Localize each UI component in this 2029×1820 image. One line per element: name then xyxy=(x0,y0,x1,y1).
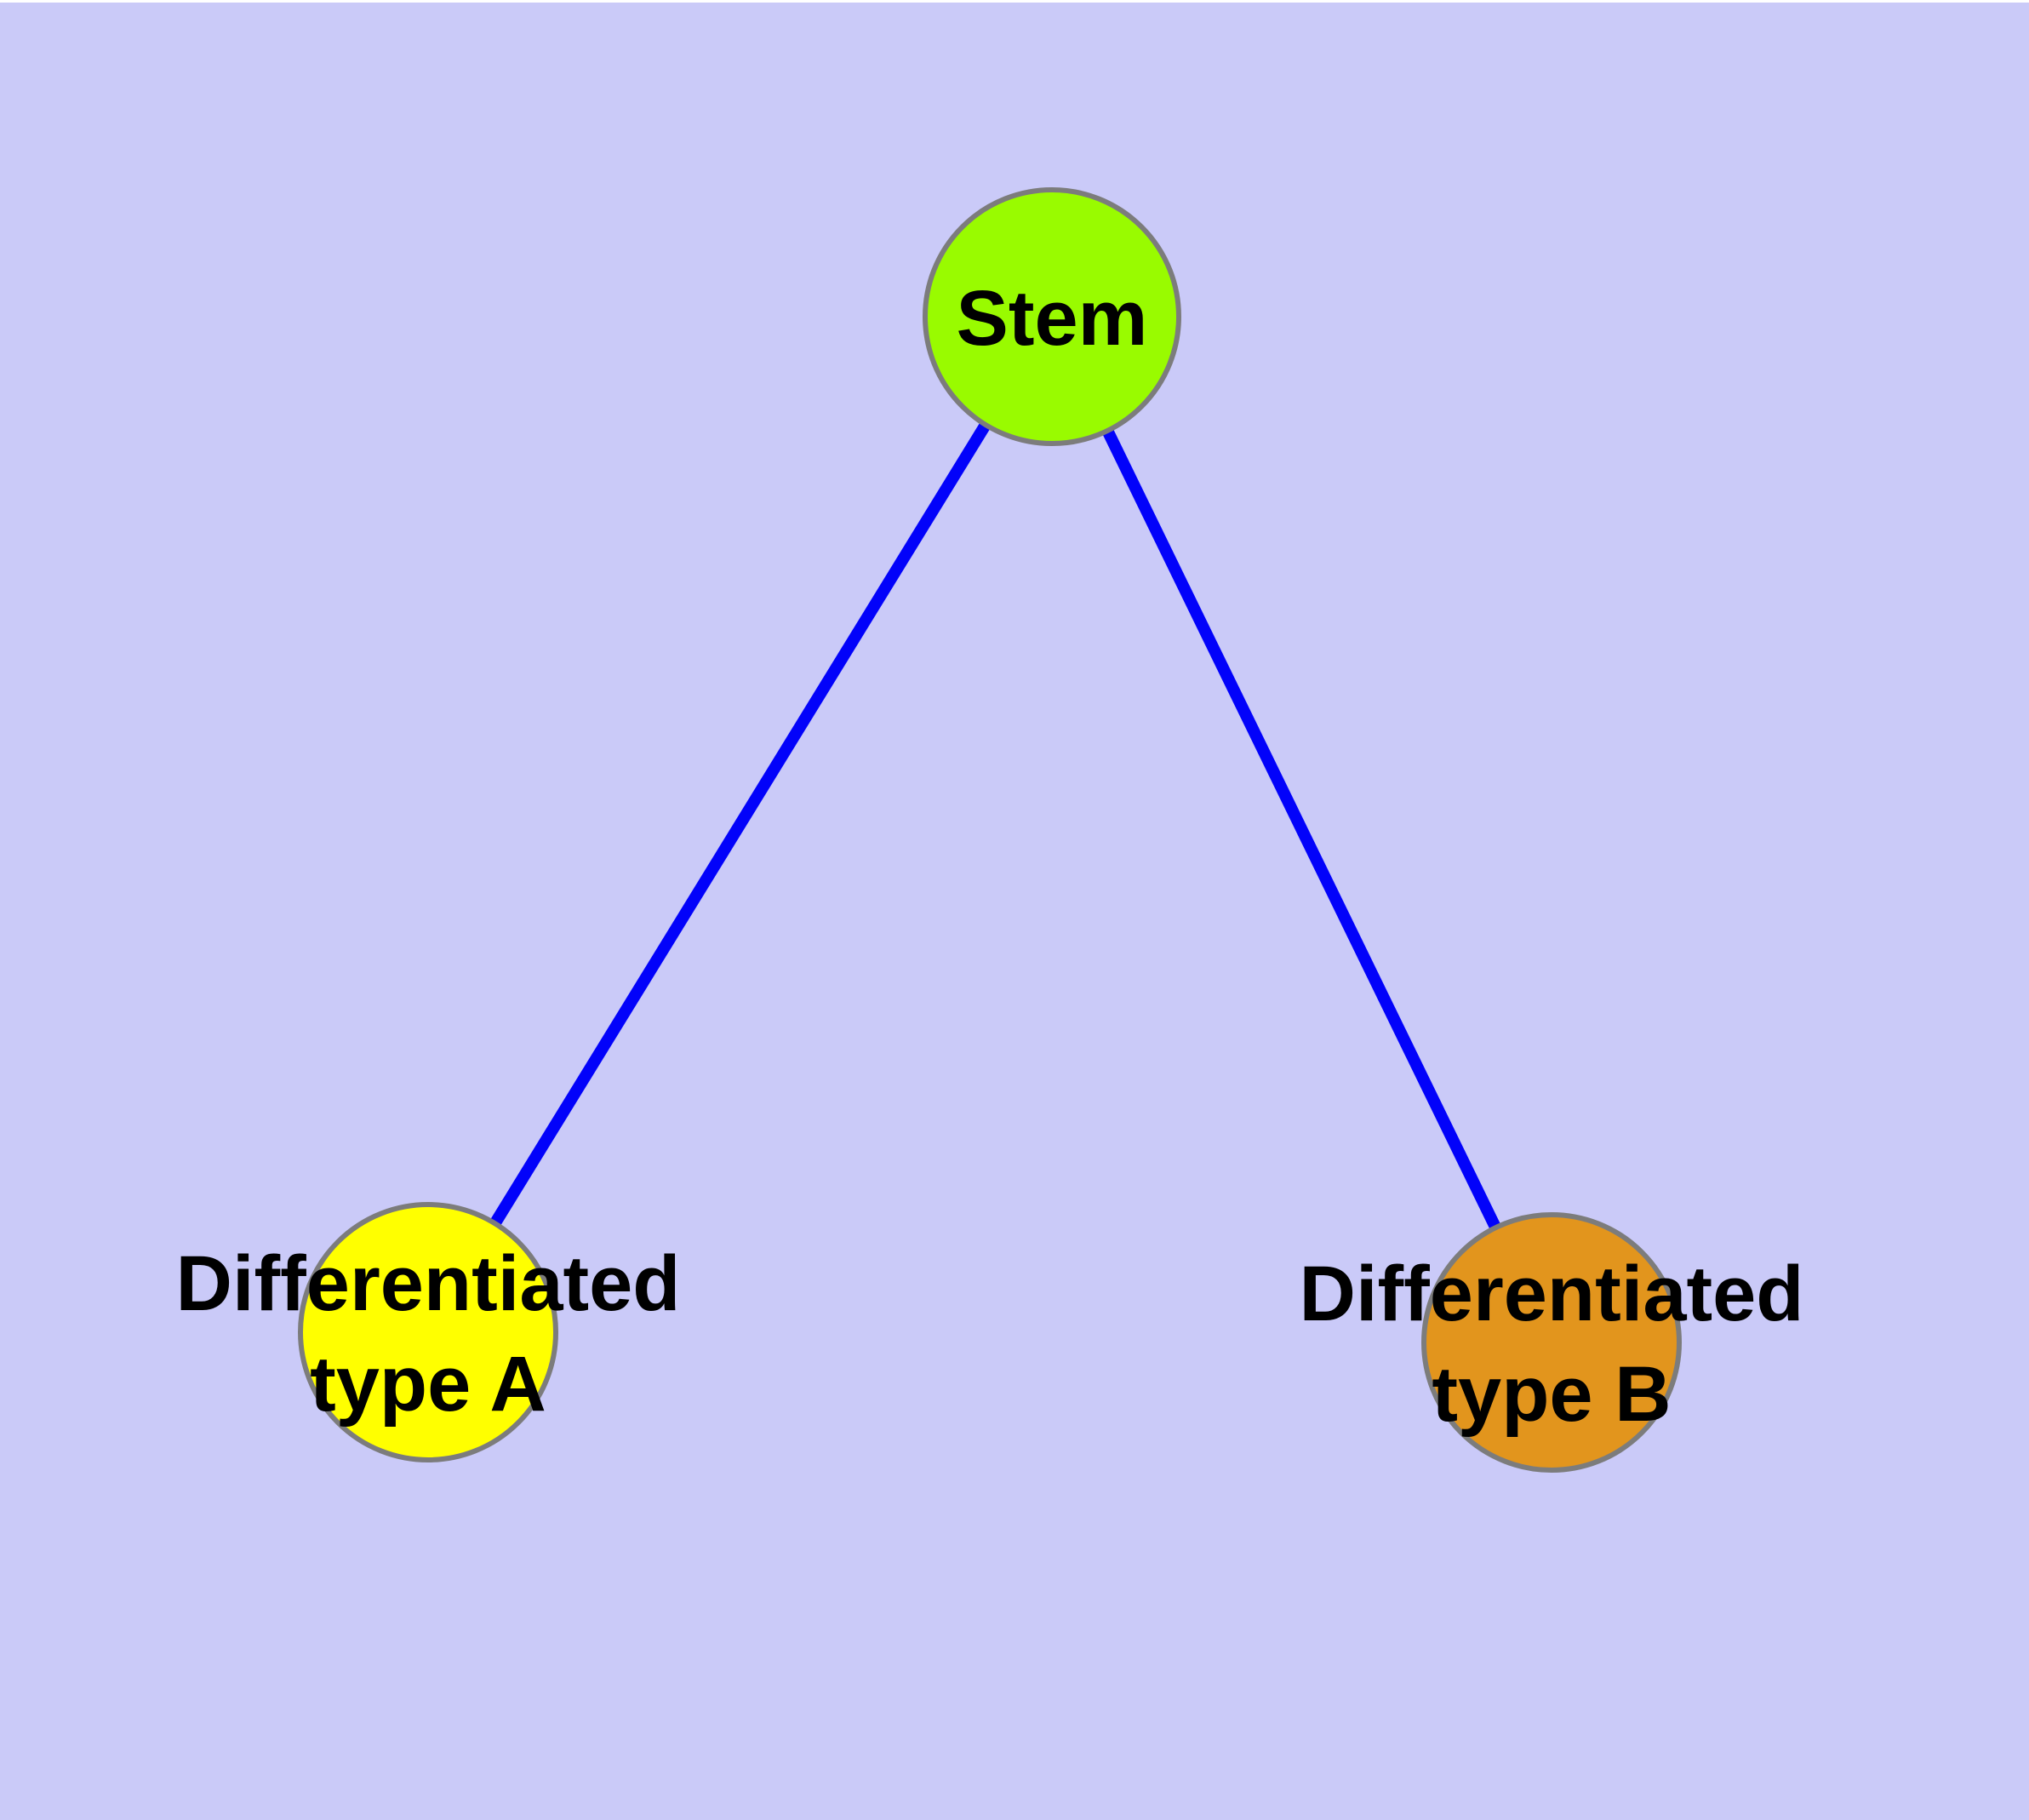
edge-stem-to-type-a xyxy=(423,313,1057,1336)
node-differentiated-type-b xyxy=(1421,1212,1682,1473)
edge-stem-to-type-b xyxy=(1046,313,1557,1346)
top-margin-strip xyxy=(0,0,2029,3)
node-stem xyxy=(923,187,1181,446)
node-label-stem: Stem xyxy=(957,275,1148,362)
node-differentiated-type-a xyxy=(298,1202,558,1462)
